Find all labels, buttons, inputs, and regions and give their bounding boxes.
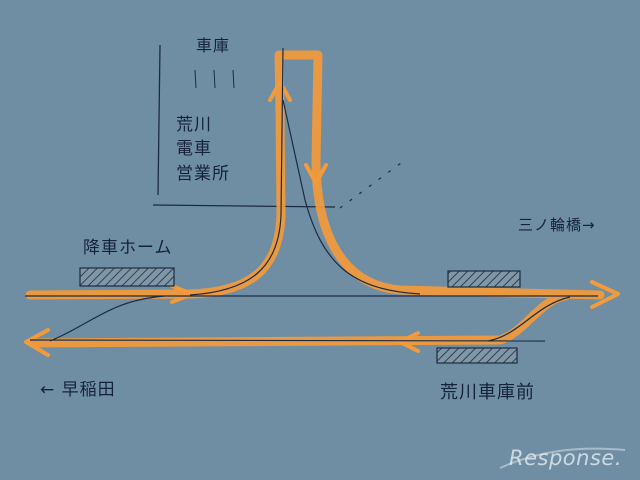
station-label: 荒川車庫前	[440, 382, 535, 403]
office-label-line-1: 荒川	[176, 115, 212, 135]
office-label-line-2: 電車	[176, 139, 212, 160]
to-minowabashi-label: 三ノ輪橋→	[518, 216, 596, 234]
platform-alighting	[79, 267, 175, 287]
arrow-east-right	[590, 280, 620, 309]
arrow-up-depot	[268, 80, 292, 102]
alighting-platform-label: 降車ホーム	[83, 238, 173, 258]
depot-track-mark-2	[213, 69, 216, 89]
depot-track-mark-1	[194, 69, 197, 89]
route-upper-eastbound	[25, 105, 286, 300]
office-label: 荒川 電車 営業所	[176, 115, 230, 184]
platform-upper-right	[447, 270, 521, 288]
route-depot-loop	[274, 50, 605, 300]
route-lower-westbound	[30, 291, 570, 348]
arrow-east-left	[170, 284, 194, 304]
watermark-logo: Response.	[509, 446, 622, 470]
track-lower-main	[29, 339, 546, 342]
depot-area-bottom-line	[152, 204, 336, 208]
depot-area-dashed-line	[339, 159, 406, 209]
arrow-down-depot	[304, 163, 328, 185]
track-depot-lead-right	[282, 99, 421, 295]
track-crossover-left	[49, 295, 166, 342]
to-waseda-label: ← 早稲田	[40, 380, 116, 400]
depot-track-mark-3	[232, 69, 235, 89]
depot-label: 車庫	[196, 36, 231, 55]
platform-lower-right	[436, 347, 518, 364]
track-depot-lead-left	[189, 47, 284, 296]
watermark-swoosh	[499, 447, 626, 469]
track-crossover-right	[487, 296, 571, 342]
arrow-west-left	[24, 328, 50, 357]
arrow-west-middle	[398, 331, 420, 353]
office-label-line-3: 営業所	[176, 163, 230, 184]
depot-area-left-line	[157, 44, 161, 196]
